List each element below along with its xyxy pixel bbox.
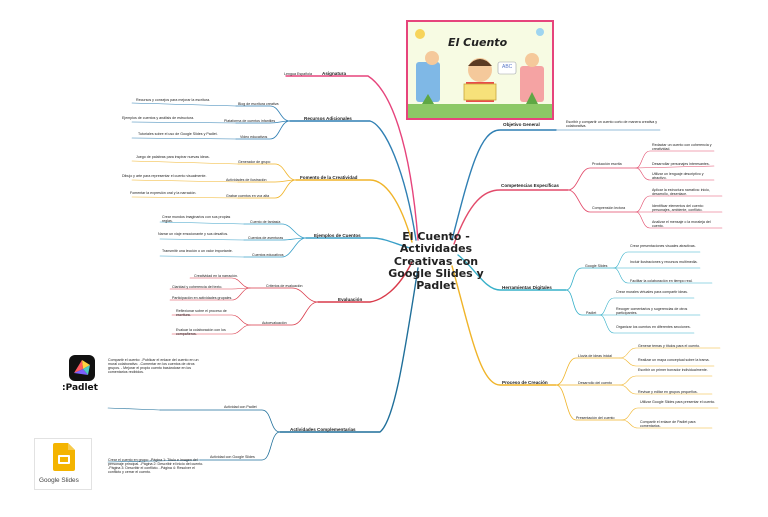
ejemplos-item-label[interactable]: Cuentos educativos bbox=[252, 253, 284, 257]
produccion-item: Utilizar un lenguaje descriptivo y atrac… bbox=[652, 172, 704, 181]
evaluacion-criterio: Participación en actividades grupales. bbox=[172, 296, 233, 300]
objetivo-detail: Escribir y compartir un cuento corto de … bbox=[566, 120, 658, 129]
comprension-item: Identificar elementos del cuento: person… bbox=[652, 204, 704, 213]
proceso-desarrollo-item: Revisar y editar en grupos pequeños. bbox=[638, 390, 698, 394]
comprension-item: Analizar el mensaje o la moraleja del cu… bbox=[652, 220, 711, 229]
ejemplos-item-detail: Crear mundos imaginarios con sus propias… bbox=[162, 215, 231, 224]
branch-evaluacion bbox=[317, 261, 413, 303]
banner-badge: ABC bbox=[502, 64, 513, 70]
evaluacion-criterio: Claridad y coherencia del texto. bbox=[172, 285, 223, 289]
fomento-item-detail: Juego de palabras para inspirar nuevas i… bbox=[136, 155, 210, 159]
topic-complementarias[interactable]: Actividades Complementarias bbox=[290, 427, 356, 432]
proceso-presentacion-item: Utilizar Google Slides para presentar el… bbox=[640, 400, 716, 404]
asignatura-child[interactable]: Lengua Española bbox=[284, 72, 312, 76]
proceso-presentacion-item: Compartir el enlace de Padlet para comen… bbox=[640, 420, 696, 429]
evaluacion-auto-label[interactable]: Autoevaluación bbox=[262, 321, 287, 325]
topic-ejemplos[interactable]: Ejemplos de Cuentos bbox=[314, 233, 361, 238]
herramientas-slides-item: Facilitar la colaboración en tiempo real… bbox=[630, 279, 693, 283]
herramientas-padlet-item: Organizar los cuentos en diferentes secc… bbox=[616, 325, 691, 329]
recursos-item-label[interactable]: Blog de escritura creativa bbox=[238, 102, 279, 106]
topic-objetivo[interactable]: Objetivo General bbox=[503, 122, 540, 127]
recursos-item-label[interactable]: Plataforma de cuentos infantiles bbox=[224, 119, 276, 123]
topic-asignatura[interactable]: Asignatura bbox=[322, 71, 346, 76]
central-topic[interactable]: El Cuento - Actividades Creativas con Go… bbox=[388, 230, 484, 293]
comprension-label[interactable]: Comprensión lectora bbox=[592, 206, 626, 210]
produccion-item: Redactar un cuento con coherencia y crea… bbox=[652, 143, 712, 152]
branch-ejemplos bbox=[305, 237, 411, 249]
ejemplos-item-label[interactable]: Cuentos de aventuras bbox=[248, 236, 284, 240]
topic-herramientas[interactable]: Herramientas Digitales bbox=[502, 285, 552, 290]
evaluacion-auto-item: Reflexionar sobre el proceso de escritur… bbox=[176, 309, 227, 318]
branch-herramientas bbox=[457, 254, 567, 291]
slides-activity-detail: Crear el cuento en grupo: -Página 1: Tít… bbox=[108, 458, 204, 475]
recursos-item-detail: Tutoriales sobre el uso de Google Slides… bbox=[138, 132, 218, 136]
produccion-label[interactable]: Producción escrita bbox=[592, 162, 622, 166]
produccion-item: Desarrollar personajes interesantes. bbox=[652, 162, 710, 166]
ejemplos-item-detail: Narrar un viaje emocionante y sus desafí… bbox=[158, 232, 229, 236]
banner-illustration: ABC bbox=[406, 20, 554, 120]
proceso-desarrollo-label[interactable]: Desarrollo del cuento bbox=[578, 381, 612, 385]
fomento-item-label[interactable]: Actividades de ilustración bbox=[226, 178, 267, 182]
herramientas-slides-label[interactable]: Google Slides bbox=[585, 264, 608, 268]
ejemplos-item-label[interactable]: Cuento de fantasía bbox=[250, 220, 281, 224]
recursos-item-label[interactable]: Video educativos bbox=[240, 135, 268, 139]
evaluacion-criterio: Creatividad en la narración. bbox=[194, 274, 238, 278]
proceso-presentacion-label[interactable]: Presentación del cuento bbox=[576, 416, 615, 420]
proceso-lluvia-item: Realizar un mapa conceptual sobre la tra… bbox=[638, 358, 710, 362]
recursos-item-detail: Recursos y consejos para mejorar la escr… bbox=[136, 98, 211, 102]
padlet-bird-icon bbox=[69, 355, 95, 381]
padlet-activity-label[interactable]: Actividad con Padlet bbox=[224, 405, 257, 409]
banner-title: El Cuento bbox=[448, 36, 508, 49]
padlet-logo-text: :Padlet bbox=[62, 383, 98, 393]
evaluacion-criterios-label[interactable]: Criterios de evaluación bbox=[266, 284, 303, 288]
padlet-activity-detail: Compartir el cuento: -Publicar el enlace… bbox=[108, 358, 199, 375]
herramientas-slides-item: Incluir ilustraciones y recursos multime… bbox=[630, 260, 698, 264]
topic-recursos[interactable]: Recursos Adicionales bbox=[304, 116, 352, 121]
topic-proceso[interactable]: Proceso de Creación bbox=[502, 380, 548, 385]
branch-fomento bbox=[295, 179, 413, 243]
ejemplos-item-detail: Transmitir una lección o un valor import… bbox=[162, 249, 233, 253]
branch-proceso bbox=[451, 265, 557, 386]
branch-recursos bbox=[289, 120, 417, 241]
fomento-item-detail: Fomentar la expresión oral y la narració… bbox=[130, 191, 197, 195]
branch-complementarias bbox=[279, 267, 419, 433]
proceso-lluvia-label[interactable]: Lluvia de ideas inicial bbox=[578, 354, 612, 358]
topic-evaluacion[interactable]: Evaluación bbox=[338, 297, 363, 302]
proceso-lluvia-item: Generar temas y títulos para el cuento. bbox=[638, 344, 701, 348]
google-slides-icon bbox=[53, 443, 75, 471]
fomento-item-label[interactable]: Generador de grupo bbox=[238, 160, 271, 164]
evaluacion-auto-item: Evaluar la colaboración con los compañer… bbox=[176, 328, 226, 337]
herramientas-padlet-item: Crear murales virtuales para compartir i… bbox=[616, 290, 688, 294]
herramientas-slides-item: Crear presentaciones visuales atractivas… bbox=[630, 244, 696, 248]
topic-fomento[interactable]: Fomento de la Creatividad bbox=[300, 175, 358, 180]
fomento-item-label[interactable]: Grabar cuentos en voz alta bbox=[226, 194, 270, 198]
comprension-item: Aplicar la estructura narrativa: inicio,… bbox=[652, 188, 710, 197]
kids-reading-illustration bbox=[408, 22, 552, 118]
herramientas-padlet-item: Recoger comentarios y sugerencias de otr… bbox=[616, 307, 688, 316]
fomento-item-detail: Dibujo y arte para representar el cuento… bbox=[122, 174, 207, 178]
google-slides-logo-text: Google Slides bbox=[39, 477, 79, 484]
branch-objetivo bbox=[451, 129, 557, 241]
topic-competencias[interactable]: Competencias Específicas bbox=[501, 183, 559, 188]
recursos-item-detail: Ejemplos de cuentos y análisis de estruc… bbox=[122, 116, 195, 120]
slides-activity-label[interactable]: Actividad con Google Slides bbox=[210, 455, 255, 459]
padlet-logo: :Padlet bbox=[62, 355, 102, 399]
branch-asignatura bbox=[285, 75, 419, 241]
herramientas-padlet-label[interactable]: Padlet bbox=[586, 311, 597, 315]
google-slides-logo: Google Slides bbox=[34, 438, 92, 490]
branch-competencias bbox=[453, 189, 569, 245]
proceso-desarrollo-item: Escribir un primer borrador individualme… bbox=[638, 368, 708, 372]
